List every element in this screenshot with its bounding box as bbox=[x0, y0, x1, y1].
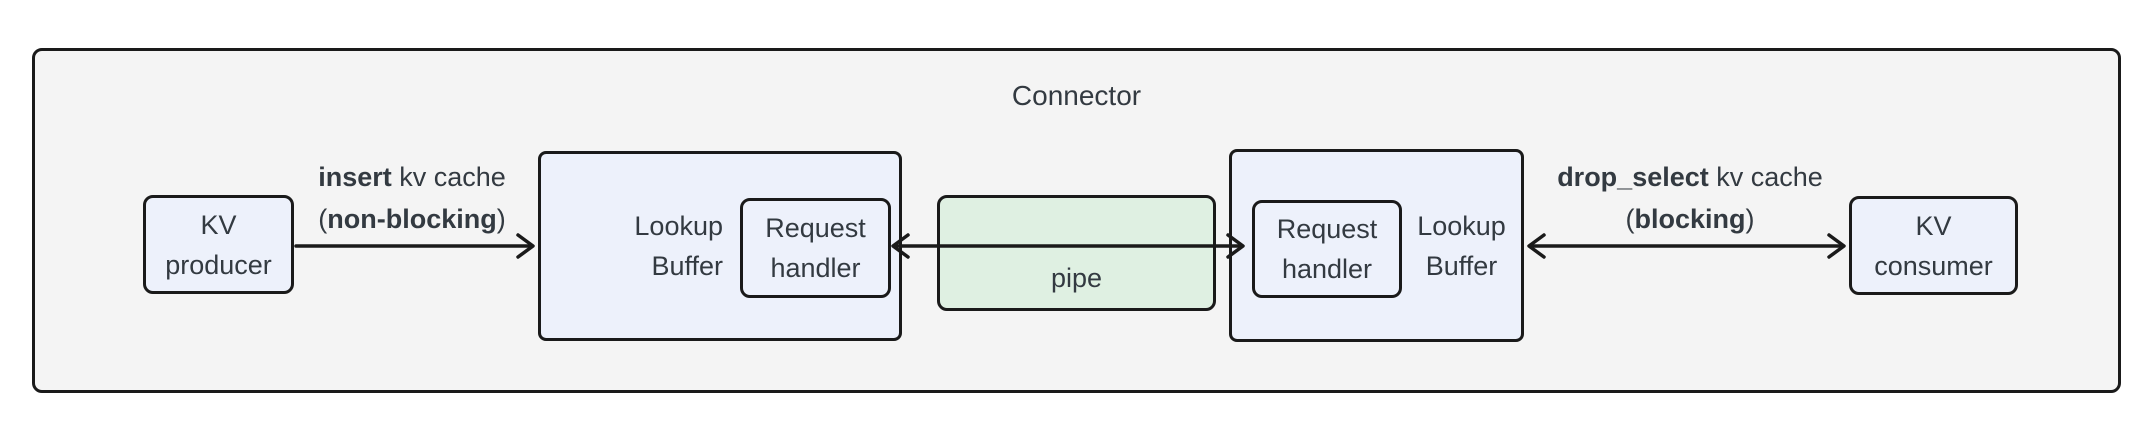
kv-consumer-node: KV consumer bbox=[1849, 196, 2018, 295]
lookup-buffer-left-label: Lookup Buffer bbox=[541, 154, 740, 338]
request-handler-left-line1: Request bbox=[765, 213, 866, 243]
edge-label-insert-line2: (non-blocking) bbox=[262, 198, 562, 240]
request-handler-right-node: Request handler bbox=[1252, 200, 1402, 298]
lookup-buffer-left-line1: Lookup bbox=[634, 211, 723, 241]
kv-producer-label-line2: producer bbox=[165, 249, 272, 280]
pipe-node: pipe bbox=[937, 195, 1216, 311]
connector-title: Connector bbox=[1011, 80, 1142, 111]
kv-producer-label-line1: KV bbox=[200, 209, 237, 240]
kv-producer-node: KV producer bbox=[143, 195, 294, 294]
lookup-buffer-right-label: Lookup Buffer bbox=[1402, 152, 1521, 339]
paren-close: ) bbox=[1745, 204, 1755, 234]
edge-label-drop-bold: drop_select bbox=[1557, 162, 1709, 192]
kv-consumer-label-line1: KV bbox=[1915, 210, 1952, 241]
edge-label-insert-line1: insert kv cache bbox=[262, 156, 562, 198]
paren-open: ( bbox=[318, 204, 328, 234]
pipe-label: pipe bbox=[1050, 263, 1103, 293]
paren-close: ) bbox=[496, 204, 506, 234]
lookup-buffer-right-line1: Lookup bbox=[1417, 210, 1506, 241]
request-handler-right-line2: handler bbox=[1281, 254, 1373, 284]
edge-label-insert: insert kv cache (non-blocking) bbox=[262, 156, 562, 240]
edge-label-drop-rest: kv cache bbox=[1708, 162, 1823, 192]
lookup-buffer-right-line2: Buffer bbox=[1425, 250, 1498, 281]
lookup-buffer-left-line2: Buffer bbox=[651, 251, 723, 281]
edge-label-drop-line1: drop_select kv cache bbox=[1518, 156, 1862, 198]
edge-label-insert-bold: insert bbox=[318, 162, 392, 192]
lookup-buffer-left-node: Lookup Buffer Request handler bbox=[538, 151, 902, 341]
request-handler-left-node: Request handler bbox=[740, 198, 891, 298]
request-handler-right-line1: Request bbox=[1276, 214, 1378, 244]
edge-label-drop-bold2: blocking bbox=[1634, 204, 1746, 234]
edge-label-insert-bold2: non-blocking bbox=[327, 204, 497, 234]
edge-label-insert-rest: kv cache bbox=[391, 162, 506, 192]
edge-label-drop-select: drop_select kv cache (blocking) bbox=[1518, 156, 1862, 240]
request-handler-left-line2: handler bbox=[770, 253, 861, 283]
paren-open: ( bbox=[1625, 204, 1635, 234]
lookup-buffer-right-node: Request handler Lookup Buffer bbox=[1229, 149, 1524, 342]
edge-label-drop-line2: (blocking) bbox=[1518, 198, 1862, 240]
kv-consumer-label-line2: consumer bbox=[1874, 250, 1993, 281]
